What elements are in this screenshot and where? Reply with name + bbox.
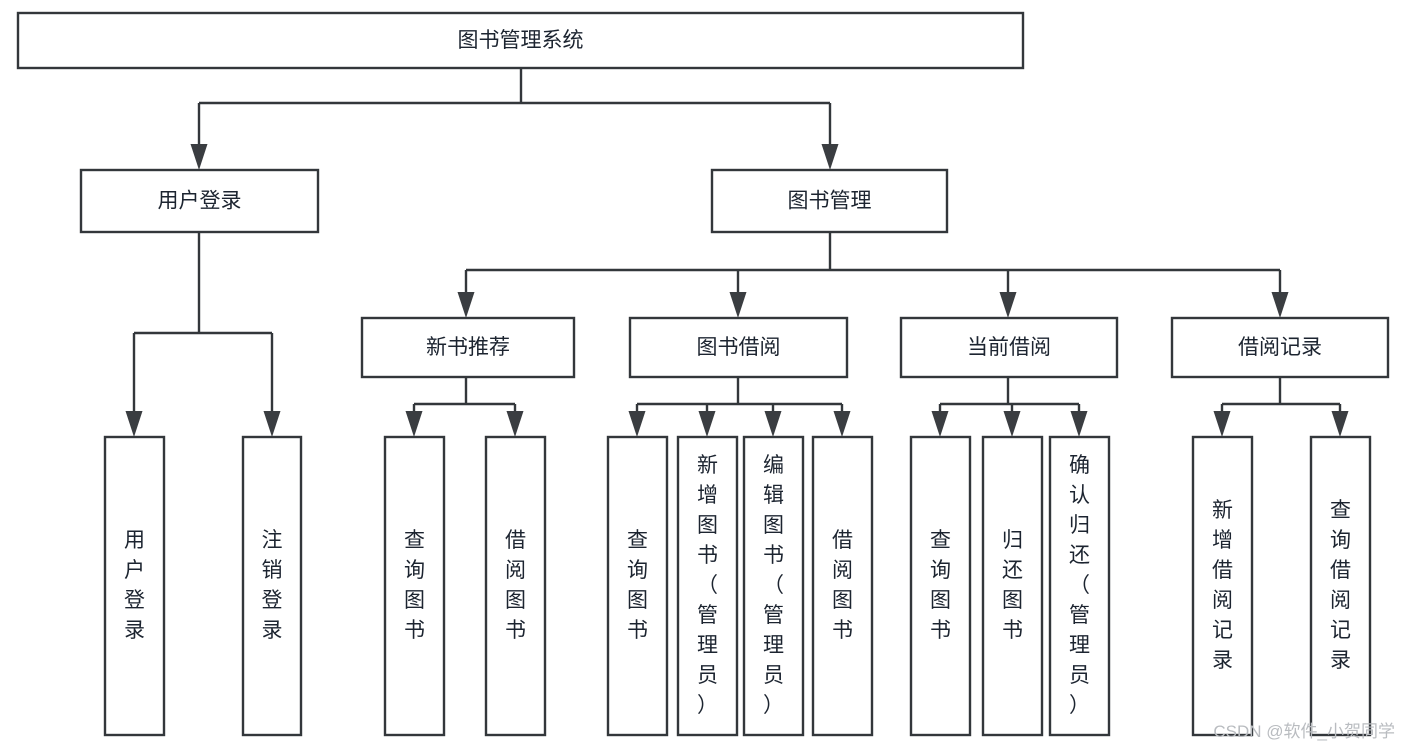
node-new-book-recommend[interactable]: 新书推荐: [360, 316, 576, 379]
arrow-head-icon: [1213, 411, 1231, 437]
node-label: 归还图书: [1002, 529, 1023, 642]
node-label: 当前借阅: [967, 336, 1051, 359]
node-leaf-logout-login[interactable]: 注销登录: [241, 435, 303, 737]
node-leaf-return-book[interactable]: 归还图书: [981, 435, 1044, 737]
node-box[interactable]: [742, 435, 805, 737]
arrow-head-icon: [931, 411, 949, 437]
node-label: 用户登录: [158, 190, 242, 213]
node-leaf-query-book-recommend[interactable]: 查询图书: [383, 435, 446, 737]
node-box[interactable]: [909, 435, 972, 737]
node-box[interactable]: [16, 11, 1025, 70]
node-box[interactable]: [79, 168, 320, 234]
node-root[interactable]: 图书管理系统: [16, 11, 1025, 70]
arrow-head-icon: [628, 411, 646, 437]
arrow-head-icon: [1003, 411, 1021, 437]
node-label: 确认归还（管理员）: [1069, 454, 1090, 717]
connector-user-login-fanout: [125, 232, 281, 437]
node-label: 查询图书: [930, 529, 951, 642]
node-box[interactable]: [710, 168, 949, 234]
arrow-head-icon: [1070, 411, 1088, 437]
node-leaf-query-book-current[interactable]: 查询图书: [909, 435, 972, 737]
node-label: 新增借阅记录: [1212, 499, 1233, 672]
node-leaf-add-book-admin[interactable]: 新增图书（管理员）: [676, 435, 739, 737]
node-label: 查询图书: [404, 529, 425, 642]
node-leaf-borrow-book-recommend[interactable]: 借阅图书: [484, 435, 547, 737]
node-box[interactable]: [1170, 316, 1390, 379]
node-box[interactable]: [628, 316, 849, 379]
arrow-head-icon: [1271, 292, 1289, 318]
connector-book-borrow-fanout: [628, 377, 851, 437]
node-label: 用户登录: [124, 529, 145, 642]
arrow-head-icon: [125, 411, 143, 437]
node-label: 查询图书: [627, 529, 648, 642]
node-borrow-record[interactable]: 借阅记录: [1170, 316, 1390, 379]
connector-current-borrow-fanout: [931, 377, 1088, 437]
node-book-borrow[interactable]: 图书借阅: [628, 316, 849, 379]
node-leaf-user-login[interactable]: 用户登录: [103, 435, 166, 737]
node-label: 新增图书（管理员）: [697, 454, 718, 717]
arrow-head-icon: [506, 411, 524, 437]
node-box[interactable]: [241, 435, 303, 737]
node-box[interactable]: [1048, 435, 1111, 737]
connector-new-book-recommend-fanout: [405, 377, 524, 437]
node-leaf-query-borrow-record[interactable]: 查询借阅记录: [1309, 435, 1372, 737]
node-label: 编辑图书（管理员）: [763, 454, 784, 717]
arrow-head-icon: [1331, 411, 1349, 437]
arrow-head-icon: [764, 411, 782, 437]
node-box[interactable]: [606, 435, 669, 737]
node-current-borrow[interactable]: 当前借阅: [899, 316, 1119, 379]
node-label: 图书管理系统: [458, 29, 584, 52]
node-leaf-add-borrow-record[interactable]: 新增借阅记录: [1191, 435, 1254, 737]
node-label: 借阅记录: [1238, 336, 1322, 359]
node-label: 图书借阅: [697, 336, 781, 359]
node-leaf-confirm-return-admin[interactable]: 确认归还（管理员）: [1048, 435, 1111, 737]
connector-borrow-record-fanout: [1213, 377, 1349, 437]
node-label: 借阅图书: [832, 529, 853, 642]
node-box[interactable]: [1191, 435, 1254, 737]
node-box[interactable]: [360, 316, 576, 379]
node-box[interactable]: [676, 435, 739, 737]
arrow-head-icon: [698, 411, 716, 437]
node-label: 图书管理: [788, 190, 872, 213]
node-book-manage[interactable]: 图书管理: [710, 168, 949, 234]
connector-root-fanout: [190, 68, 839, 170]
arrow-head-icon: [190, 144, 208, 170]
node-label: 查询借阅记录: [1330, 499, 1351, 672]
arrow-head-icon: [729, 292, 747, 318]
arrow-head-icon: [263, 411, 281, 437]
arrow-head-icon: [457, 292, 475, 318]
node-label: 新书推荐: [426, 336, 510, 359]
node-box[interactable]: [484, 435, 547, 737]
node-label: 注销登录: [262, 529, 283, 642]
nodes-layer: 图书管理系统用户登录图书管理新书推荐图书借阅当前借阅借阅记录用户登录注销登录查询…: [16, 11, 1390, 737]
node-box[interactable]: [383, 435, 446, 737]
arrow-head-icon: [999, 292, 1017, 318]
arrow-head-icon: [405, 411, 423, 437]
node-leaf-query-book-borrow[interactable]: 查询图书: [606, 435, 669, 737]
arrow-head-icon: [821, 144, 839, 170]
node-leaf-edit-book-admin[interactable]: 编辑图书（管理员）: [742, 435, 805, 737]
node-box[interactable]: [1309, 435, 1372, 737]
node-user-login[interactable]: 用户登录: [79, 168, 320, 234]
node-box[interactable]: [103, 435, 166, 737]
node-leaf-borrow-book[interactable]: 借阅图书: [811, 435, 874, 737]
connectors-layer: [125, 68, 1349, 437]
connector-book-manage-fanout: [457, 232, 1289, 318]
node-label: 借阅图书: [505, 529, 526, 642]
arrow-head-icon: [833, 411, 851, 437]
node-box[interactable]: [981, 435, 1044, 737]
node-box[interactable]: [811, 435, 874, 737]
node-box[interactable]: [899, 316, 1119, 379]
